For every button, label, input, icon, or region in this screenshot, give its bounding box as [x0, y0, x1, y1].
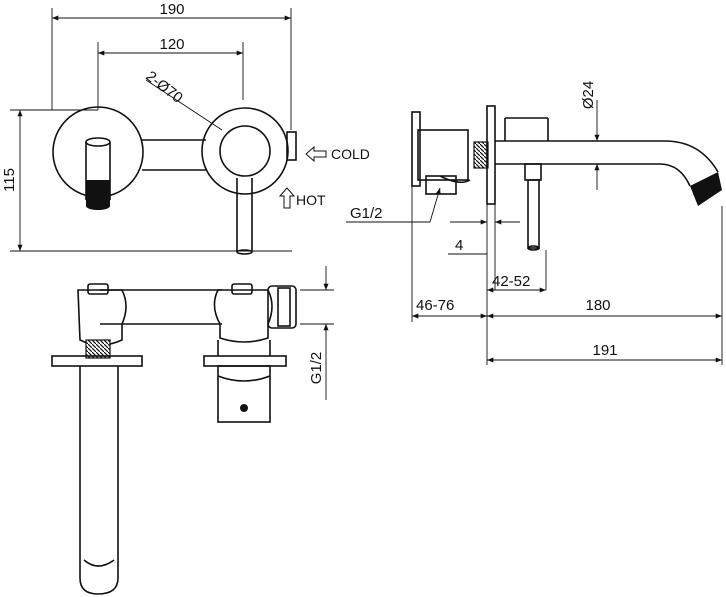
spout-top [85, 137, 111, 147]
spout-housing [77, 289, 127, 346]
mixer-plate-edge [203, 355, 287, 367]
wall-box [417, 129, 469, 181]
front-view: 190 120 115 2-Ø70 COLD HOT [1, 1, 370, 255]
dim-42-52-label: 42-52 [492, 273, 530, 290]
top-view: G1/2 [51, 266, 334, 595]
inlet-thread [473, 141, 489, 169]
lever-housing [504, 117, 549, 141]
spout-outlet [690, 172, 722, 206]
lever-collar [524, 163, 542, 181]
wall-plate [486, 105, 496, 205]
spout-top-edge [495, 140, 719, 173]
side-view: Ø24 G1/2 4 42-52 46-76 180 191 [346, 81, 723, 365]
spout-plate-edge [51, 355, 143, 367]
dim-120-label: 120 [159, 36, 184, 53]
spout-aerator [86, 180, 110, 206]
spout-thread [85, 339, 111, 359]
spout-pipe-tip [83, 559, 115, 567]
wall-box-curve [439, 175, 471, 184]
mixer-neck [217, 340, 271, 356]
diameter-leader [145, 79, 223, 131]
dim-115-label: 115 [1, 168, 18, 192]
dim-d24-label: Ø24 [580, 81, 597, 109]
mixer-housing [213, 289, 273, 343]
cold-arrow-icon [305, 145, 327, 163]
cold-inlet-inner [277, 287, 291, 327]
hot-label: HOT [296, 192, 326, 208]
mixer-lever-top [217, 365, 271, 423]
spout-housing-cap [87, 283, 109, 295]
body-connector [142, 139, 206, 171]
dim-4-label: 4 [455, 237, 463, 254]
spout-bottom-edge [495, 163, 691, 187]
side-thread-label: G1/2 [350, 205, 383, 222]
dim-191-label: 191 [592, 342, 617, 359]
top-thread-label: G1/2 [308, 352, 325, 385]
top-body [100, 289, 222, 325]
lever-end [236, 249, 253, 255]
spout-tip [86, 202, 110, 210]
dim-diameter-label: 2-Ø70 [143, 68, 186, 107]
lever-handle-end [527, 245, 540, 251]
dim-46-76-label: 46-76 [416, 297, 454, 314]
hot-arrow-icon [278, 187, 296, 209]
mixer-plate [201, 107, 289, 195]
lever-handle [527, 179, 540, 249]
dim-180-label: 180 [585, 297, 610, 314]
wall-box-flange [411, 111, 421, 187]
mixer-handle-base [219, 125, 271, 177]
spout-pipe [79, 366, 119, 595]
mixer-lever [236, 178, 253, 252]
cold-label: COLD [331, 146, 370, 162]
dim-190-label: 190 [159, 1, 184, 18]
g12-leader-arrow [429, 187, 441, 223]
wall-box-bottom [425, 175, 457, 195]
cold-inlet-stub [286, 131, 297, 161]
cold-inlet [267, 285, 297, 329]
mixer-housing-cap [231, 283, 253, 295]
lever-screw [240, 404, 248, 412]
mixer-lever-curve [217, 375, 271, 382]
